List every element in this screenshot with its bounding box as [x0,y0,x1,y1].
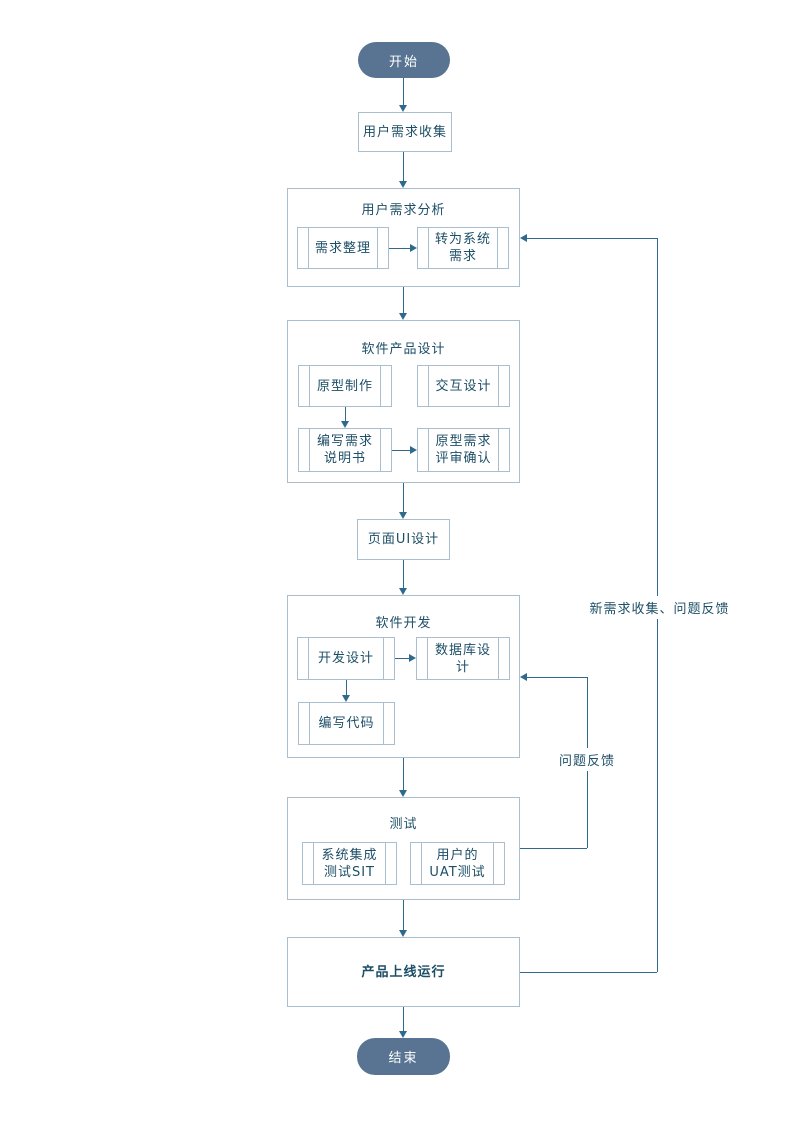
big-loop-label: 新需求收集、问题反馈 [589,596,730,619]
loop-big-top [527,238,657,239]
coding-node: 编写代码 [298,702,395,745]
review-node: 原型需求 评审确认 [417,428,510,472]
arrow-devdesign-db [395,658,409,659]
arrow-spec-review [392,450,410,451]
small-loop-label: 问题反馈 [556,748,618,771]
product-design-title: 软件产品设计 [361,342,446,357]
to-system-node: 转为系统 需求 [417,227,509,269]
arrowhead-devdesign-coding [342,695,350,702]
arrowhead-launch-end [399,1031,407,1038]
loop-small-top [527,677,587,678]
interaction-node: 交互设计 [417,365,510,407]
arrowhead-spec-review [410,446,417,454]
arrow-prototype-spec [345,407,346,421]
loop-big-bottom [520,972,657,973]
prototype-node: 原型制作 [298,365,392,407]
loop-small-bottom [520,848,587,849]
dev-design-node: 开发设计 [297,637,395,680]
sort-node: 需求整理 [297,227,389,269]
sit-node: 系统集成 测试SIT [302,842,397,885]
arrow-start-collect [403,78,404,106]
db-design-node: 数据库设 计 [416,637,510,680]
start-node: 开始 [358,42,450,78]
analysis-title: 用户需求分析 [361,203,446,218]
arrowhead-loop-big [520,234,527,242]
dev-title: 软件开发 [375,616,432,631]
arrowhead-ui-dev [399,588,407,595]
arrowhead-start-collect [399,105,407,112]
arrowhead-dev-test [399,790,407,797]
arrow-dev-test [403,758,404,790]
spec-node: 编写需求 说明书 [298,428,392,472]
arrow-launch-end [403,1007,404,1031]
arrowhead-devdesign-db [409,654,416,662]
launch-node: 产品上线运行 [287,937,520,1007]
end-node: 结束 [357,1038,450,1075]
arrow-test-launch [403,900,404,930]
arrow-ui-dev [403,560,404,588]
uat-node: 用户的 UAT测试 [410,842,505,885]
arrowhead-prototype-spec [341,421,349,428]
arrow-analysis-product [403,287,404,313]
arrow-sort-tosystem [389,248,410,249]
arrow-devdesign-coding [346,680,347,695]
arrow-collect-analysis [403,152,404,181]
test-title: 测试 [389,817,418,832]
arrowhead-analysis-product [399,313,407,320]
arrowhead-collect-analysis [399,181,407,188]
arrowhead-product-ui [399,512,407,519]
collect-node: 用户需求收集 [358,112,452,152]
arrow-product-ui [403,483,404,512]
arrowhead-test-launch [399,930,407,937]
ui-design-node: 页面UI设计 [357,519,450,560]
arrowhead-loop-small [520,673,527,681]
arrowhead-sort-tosystem [410,244,417,252]
